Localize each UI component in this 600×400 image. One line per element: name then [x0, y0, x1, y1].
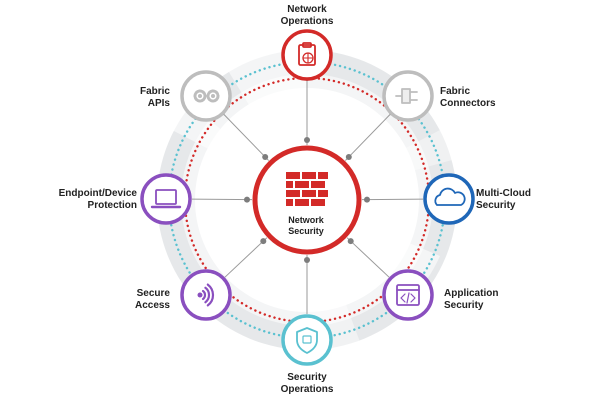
- laptop-icon: [150, 189, 182, 209]
- node-netops[interactable]: [281, 29, 333, 81]
- node-ring: [281, 29, 333, 81]
- label-fabric-apis: Fabric APIs: [139, 86, 170, 109]
- node-apis[interactable]: [180, 70, 232, 122]
- center-node[interactable]: [252, 145, 362, 255]
- node-conn[interactable]: [382, 70, 434, 122]
- label-application-security: Application Security: [444, 288, 499, 311]
- node-endpoint[interactable]: [140, 173, 192, 225]
- spoke-line: [344, 114, 391, 161]
- connector-dot: [345, 153, 352, 160]
- spoke-line: [224, 237, 268, 278]
- connector-dot: [304, 137, 310, 143]
- node-secure[interactable]: [180, 269, 232, 321]
- connector-dot: [304, 257, 310, 263]
- label-security-operations: Security Operations: [280, 372, 334, 395]
- connector-dot: [260, 238, 267, 245]
- clipboard-globe-icon: [298, 42, 316, 66]
- node-ring: [281, 314, 333, 366]
- spokes: [191, 81, 424, 314]
- spoke-line: [223, 114, 270, 161]
- node-ring: [423, 173, 475, 225]
- label-endpoint-protection: Endpoint/Device Protection: [58, 188, 137, 211]
- label-multi-cloud-security: Multi-Cloud Security: [476, 188, 531, 211]
- connector-dot: [244, 196, 251, 203]
- outer-nodes: [140, 29, 475, 366]
- center-node-label: Network Security: [288, 215, 324, 236]
- code-window-icon: [396, 284, 420, 306]
- node-app[interactable]: [382, 269, 434, 321]
- node-ring: [140, 173, 192, 225]
- plug-icon: [395, 88, 418, 104]
- spoke-line: [346, 237, 390, 278]
- label-fabric-connectors: Fabric Connectors: [440, 86, 496, 109]
- connector-dot: [347, 238, 354, 245]
- firewall-icon: [286, 172, 328, 206]
- connector-dot: [262, 153, 269, 160]
- node-cloud[interactable]: [423, 173, 475, 225]
- cloud-icon: [434, 187, 466, 206]
- connector-dot: [363, 196, 370, 203]
- label-secure-access: Secure Access: [134, 288, 170, 311]
- gears-icon: [193, 89, 220, 103]
- node-secops[interactable]: [281, 314, 333, 366]
- node-ring: [382, 70, 434, 122]
- wireless-icon: [197, 283, 215, 307]
- shield-icon: [296, 327, 318, 354]
- label-network-operations: Network Operations: [280, 4, 334, 27]
